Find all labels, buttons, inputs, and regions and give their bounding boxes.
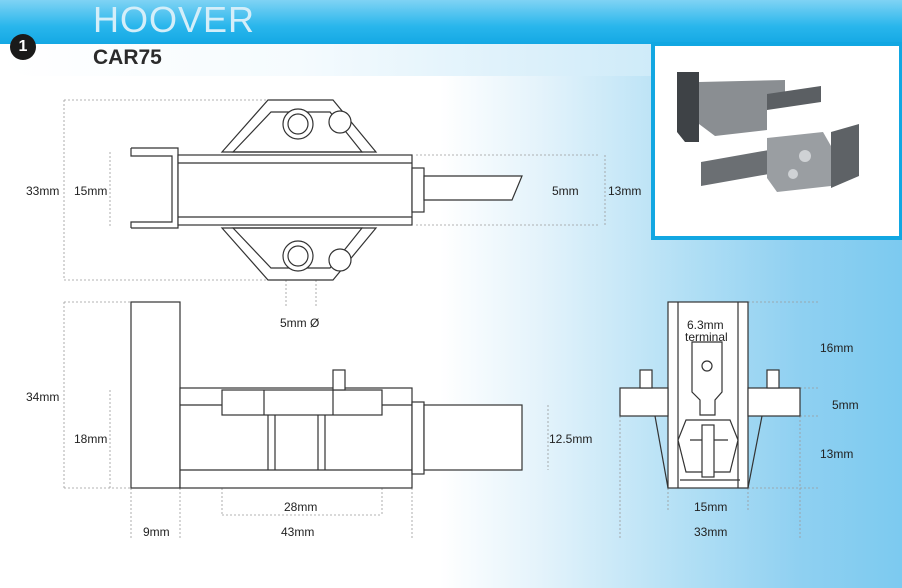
photo-part-flange-2 <box>831 124 859 188</box>
dim-side-overall-height: 34mm <box>26 390 59 404</box>
header-subband <box>0 44 700 76</box>
dim-body-length: 43mm <box>281 525 314 539</box>
end-view: 6.3mm terminal 16mm 5mm 13mm 15mm 33mm <box>619 301 859 540</box>
header-band <box>0 0 902 44</box>
photo-part-body <box>699 80 785 136</box>
model-number: CAR75 <box>93 46 162 69</box>
side-carbon-brush <box>423 404 523 471</box>
dim-end-overall-width: 33mm <box>694 525 727 539</box>
dim-side-body-height: 18mm <box>74 432 107 446</box>
dim-end-upper-height: 16mm <box>820 341 853 355</box>
dim-end-inner-width: 15mm <box>694 500 727 514</box>
product-photo-frame <box>651 42 902 240</box>
photo-part-brush-2 <box>701 150 769 186</box>
dim-end-lower-height: 13mm <box>820 447 853 461</box>
dim-end-flange-height: 5mm <box>832 398 859 412</box>
side-flange <box>130 301 181 489</box>
terminal-label-size: 6.3mm <box>687 318 724 332</box>
brand-name: HOOVER <box>93 0 256 40</box>
dim-overall-height: 33mm <box>26 184 59 198</box>
dim-brush-width: 5mm <box>552 184 579 198</box>
product-photo <box>677 72 859 192</box>
dim-flange-width: 9mm <box>143 525 170 539</box>
carbon-brush <box>423 175 523 201</box>
dim-side-brush-height: 12.5mm <box>549 432 592 446</box>
photo-part-brush <box>767 86 821 110</box>
dim-hole-diameter: 5mm Ø <box>280 316 319 330</box>
item-number-badge: 1 <box>10 34 36 60</box>
dim-body-height: 15mm <box>74 184 107 198</box>
side-view: 34mm 18mm 12.5mm 28mm 9mm 43mm <box>26 301 592 540</box>
photo-part-body-2 <box>767 132 831 192</box>
photo-part-flange <box>677 72 699 142</box>
terminal-label-text: terminal <box>685 330 728 344</box>
dim-inner-length: 28mm <box>284 500 317 514</box>
top-view: 33mm 15mm 5mm 13mm 5mm Ø <box>26 99 641 330</box>
terminal-blade <box>691 341 723 416</box>
dim-holder-height: 13mm <box>608 184 641 198</box>
